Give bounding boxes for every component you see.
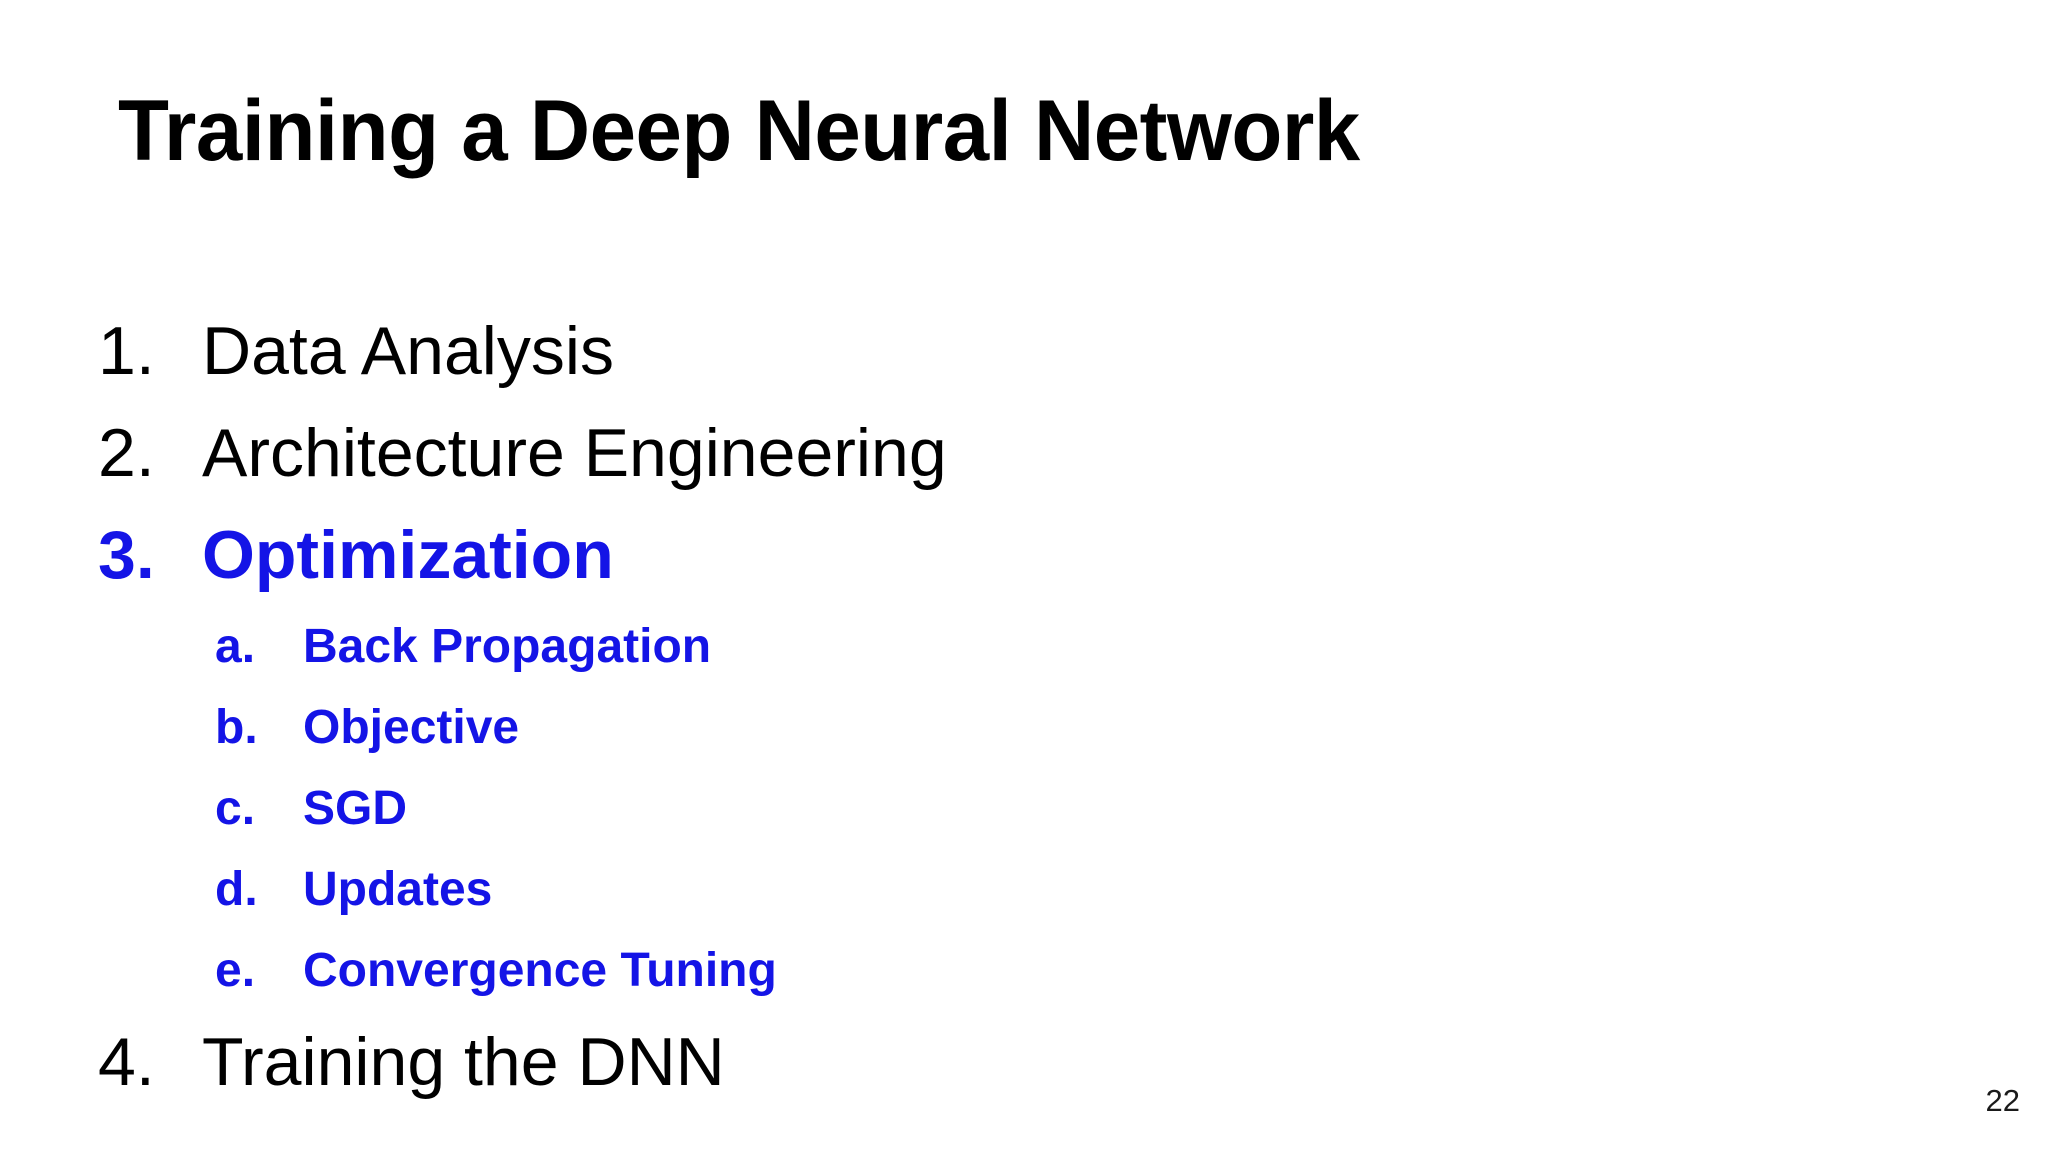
list-item-marker: 2. (98, 415, 155, 491)
sub-list-item-marker: a. (215, 620, 256, 673)
sub-list-item: a. Back Propagation (0, 606, 2048, 687)
page-title: Training a Deep Neural Network (118, 83, 1360, 179)
sub-list-item: d. Updates (0, 849, 2048, 930)
list-item-highlighted: 3. Optimization (0, 504, 2048, 606)
list-item-label: Data Analysis (202, 313, 614, 389)
sub-list-item-marker: b. (215, 701, 258, 754)
sub-list-item-label: Objective (303, 701, 520, 754)
list-item-label: Optimization (202, 517, 614, 593)
sub-list-item: c. SGD (0, 768, 2048, 849)
sub-list-item-marker: d. (215, 863, 258, 916)
sub-list-item: b. Objective (0, 687, 2048, 768)
page-number: 22 (1985, 1083, 2020, 1118)
list-item-marker: 4. (98, 1024, 155, 1100)
sub-list-item-label: Convergence Tuning (303, 944, 777, 997)
list-item-marker: 3. (98, 517, 155, 593)
sub-list-item-label: SGD (303, 782, 408, 835)
sub-list-item-marker: e. (215, 944, 256, 997)
sub-list-item-marker: c. (215, 782, 256, 835)
list-item-label: Training the DNN (202, 1024, 725, 1100)
list-item: 4. Training the DNN (0, 1011, 2048, 1113)
sub-list-item: e. Convergence Tuning (0, 930, 2048, 1011)
sub-list-item-label: Back Propagation (303, 620, 712, 673)
list-item-label: Architecture Engineering (202, 415, 947, 491)
list-item: 2. Architecture Engineering (0, 402, 2048, 504)
list-item: 1. Data Analysis (0, 300, 2048, 402)
sub-list-item-label: Updates (303, 863, 493, 916)
list-item-marker: 1. (98, 313, 155, 389)
outline-list: 1. Data Analysis 2. Architecture Enginee… (0, 300, 2048, 1113)
